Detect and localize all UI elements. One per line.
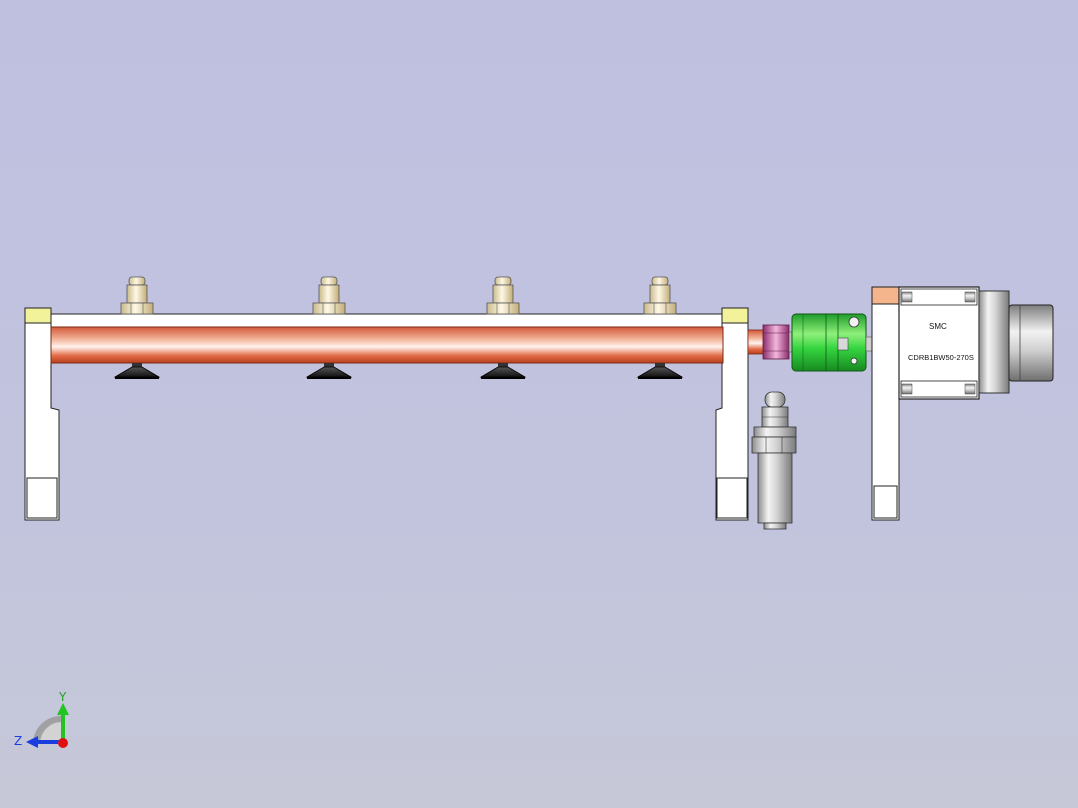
vacuum-manifold-tube[interactable] <box>50 326 724 364</box>
actuator-mount-plate[interactable] <box>871 286 900 521</box>
shaft-coupling[interactable] <box>791 313 867 372</box>
triad-z-label: Z <box>14 734 22 748</box>
triad-x-dot-icon <box>58 738 68 748</box>
hex-fitting[interactable] <box>762 324 790 360</box>
top-mount-plate[interactable] <box>50 313 723 328</box>
right-end-bracket[interactable] <box>715 307 749 521</box>
actuator-brand-label: SMC <box>929 322 947 331</box>
shaft-stub[interactable] <box>747 329 765 355</box>
triad-y-label: Y <box>58 690 67 704</box>
triad-z-arrow-icon <box>26 736 38 748</box>
suction-cup[interactable] <box>636 363 684 379</box>
rotary-actuator[interactable]: SMC CDRB1BW50-270S <box>898 286 1054 400</box>
actuator-model-label: CDRB1BW50-270S <box>908 353 974 362</box>
triad-y-arrow-icon <box>57 703 69 715</box>
suction-cup[interactable] <box>113 363 161 379</box>
view-orientation-triad[interactable]: Y Z <box>14 690 69 748</box>
nozzle-fitting[interactable] <box>312 276 346 315</box>
nozzle-fitting[interactable] <box>486 276 520 315</box>
nozzle-fitting[interactable] <box>120 276 154 315</box>
suction-cup[interactable] <box>305 363 353 379</box>
vertical-valve-fitting[interactable] <box>751 391 797 530</box>
suction-cup[interactable] <box>479 363 527 379</box>
nozzle-fitting[interactable] <box>643 276 677 315</box>
